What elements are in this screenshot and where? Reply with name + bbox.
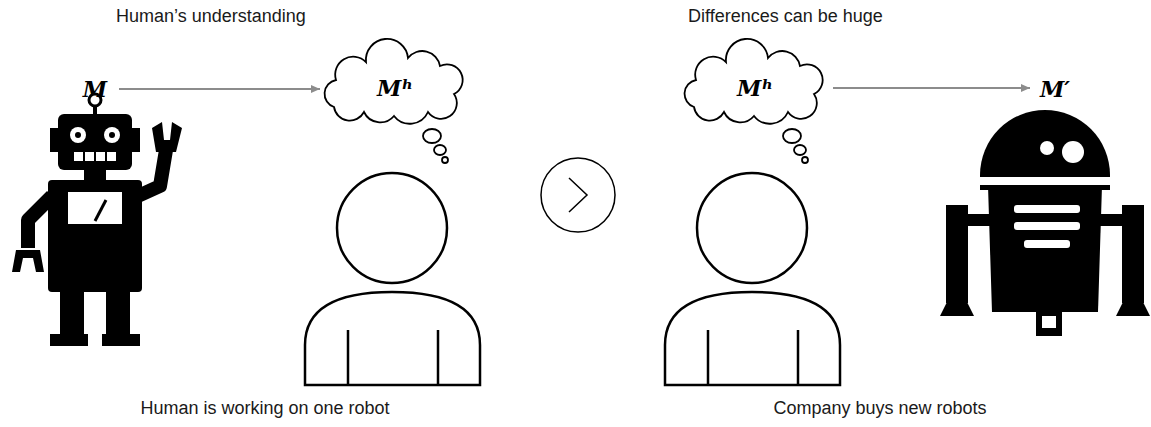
droid-figure	[940, 110, 1150, 336]
chevron	[569, 178, 587, 212]
person-body	[305, 292, 480, 385]
robot-foot	[50, 334, 88, 346]
robot-eye	[70, 127, 86, 143]
model-label: M	[74, 74, 116, 104]
droid-body	[988, 186, 1102, 312]
person-arm-line	[797, 330, 800, 385]
droid-panel	[1014, 205, 1080, 213]
arrow-connector	[833, 87, 1030, 89]
person-figure	[665, 173, 840, 385]
person-head	[337, 173, 447, 283]
person-body	[665, 292, 840, 385]
person-figure	[305, 173, 480, 385]
robot-panel	[68, 192, 122, 224]
droid-panel	[1014, 222, 1080, 230]
next-circle	[541, 158, 615, 232]
thought-bubble	[794, 145, 806, 155]
robot-tooth	[83, 152, 85, 161]
robot-eye	[104, 127, 120, 143]
robot-leg	[106, 290, 130, 336]
robot-claw	[12, 250, 44, 272]
droid-stripe	[975, 177, 1115, 185]
thought-bubble	[434, 145, 446, 155]
model-symbol: M′	[1040, 77, 1070, 101]
robot-gauge	[95, 200, 106, 221]
thought-bubble	[783, 129, 801, 143]
thought-bubbles	[423, 129, 808, 163]
thought-bubble	[802, 157, 808, 163]
robot-leg	[60, 290, 84, 336]
person-arm-line	[347, 330, 350, 385]
droid-leg	[1122, 205, 1144, 303]
model-symbol: Mʰ	[737, 76, 773, 100]
robot-figure	[12, 94, 182, 346]
next-step-icon	[541, 158, 615, 232]
person-arm-line	[707, 330, 710, 385]
droid-eye	[1040, 141, 1054, 155]
cloud-shape	[325, 39, 463, 124]
robot-tooth	[105, 152, 107, 161]
droid-panel	[1024, 240, 1070, 248]
thought-cloud: Mʰ	[320, 52, 470, 124]
model-symbol: M	[83, 77, 107, 101]
arrow-connector	[119, 88, 320, 90]
robot-pupil	[75, 132, 81, 138]
droid-leg	[946, 205, 968, 303]
thought-bubble	[442, 157, 448, 163]
model-label: M′	[1030, 74, 1080, 104]
droid-foot	[1116, 300, 1150, 316]
robot-arm	[28, 196, 52, 248]
person-arm-line	[437, 330, 440, 385]
caption-label: Human is working on one robot	[140, 398, 389, 420]
robot-claw	[152, 122, 182, 152]
robot-pupil	[109, 132, 115, 138]
robot-foot	[102, 334, 140, 346]
heading-label: Differences can be huge	[688, 6, 883, 28]
droid-eye	[1062, 141, 1084, 163]
droid-foot-panel	[1042, 316, 1056, 328]
robot-tooth	[94, 152, 96, 161]
droid-center-foot	[1036, 310, 1062, 336]
thought-cloud: Mʰ	[680, 52, 830, 124]
thought-bubble	[423, 129, 441, 143]
droid-shoulder	[1100, 214, 1124, 226]
robot-head	[58, 114, 132, 170]
caption-label: Company buys new robots	[773, 398, 986, 420]
person-head	[697, 173, 807, 283]
robot-mouth	[74, 152, 116, 161]
cloud-shape	[685, 39, 823, 124]
robot-arm	[138, 150, 166, 196]
heading-label: Human’s understanding	[116, 6, 306, 28]
robot-body	[48, 180, 142, 292]
droid-shoulder	[966, 214, 990, 226]
droid-foot	[940, 300, 974, 316]
model-symbol: Mʰ	[377, 76, 413, 100]
